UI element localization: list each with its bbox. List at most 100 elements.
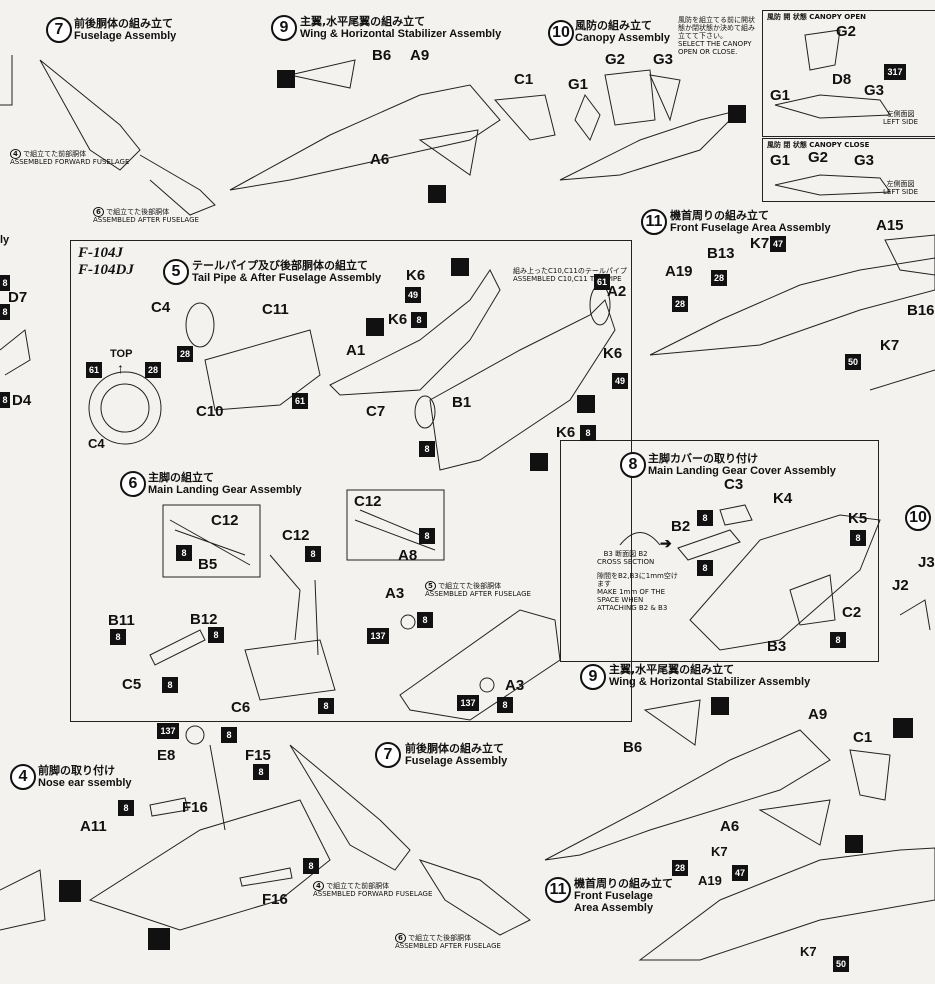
part-c4-detail-label: C4 (88, 436, 105, 451)
assembled-aft-jp: で組立てた後部胴体 (106, 208, 170, 216)
a15-part-drawing (884, 234, 935, 276)
ref-step-6-badge: 6 (395, 933, 406, 943)
canopy-close-g3-label: G3 (854, 152, 875, 169)
main-gear-strut-drawing (269, 554, 319, 656)
step-6-title-jp: 主脚の組立て (148, 471, 214, 484)
assembled-aft-en: ASSEMBLED AFTER FUSELAGE (93, 216, 199, 225)
part-c7-label: C7 (366, 403, 386, 420)
step-10-number: 10 (548, 20, 574, 46)
paint-50-badge: 50 (833, 956, 849, 972)
left-side-en: LEFT SIDE (883, 188, 919, 197)
part-k7-label: K7 (750, 235, 770, 252)
step-7-title: 前後胴体の組み立て Fuselage Assembly (74, 17, 176, 42)
step-8-title-en: Main Landing Gear Cover Assembly (648, 465, 836, 478)
part-b13-label: B13 (707, 245, 735, 262)
canopy-open-box (762, 10, 935, 137)
part-g2-label: G2 (605, 51, 626, 68)
step-9-title-jp: 主翼,水平尾翼の組み立て (300, 15, 426, 28)
part-f16-label: F16 (182, 799, 208, 816)
canopy-open-left-side: 左側面図 LEFT SIDE (883, 110, 918, 126)
paint-8-badge: 8 (118, 800, 134, 816)
step-9-bottom-title-jp: 主翼,水平尾翼の組み立て (609, 663, 735, 676)
step-7-number: 7 (46, 17, 72, 43)
step-10-title: 風防の組み立て Canopy Assembly (575, 19, 670, 44)
part-a8-label: A8 (398, 547, 418, 564)
canopy-close-left-side: 左側面図 LEFT SIDE (883, 180, 918, 196)
canopy-open-g2-label: G2 (836, 23, 857, 40)
part-k5-label: K5 (848, 510, 868, 527)
cement-mark-icon (148, 928, 170, 950)
paint-8-badge: 8 (208, 627, 224, 643)
step-7-bottom-title-jp: 前後胴体の組み立て (405, 742, 504, 755)
model-f104dj: F-104DJ (78, 262, 134, 279)
part-a9-label: A9 (410, 47, 430, 64)
paint-8-badge: 8 (110, 629, 126, 645)
a8-strut-drawing (354, 509, 436, 551)
forward-fuselage-drawing (39, 59, 141, 171)
step-8-title-jp: 主脚カバーの取り付け (648, 452, 758, 465)
part-k4-label: K4 (773, 490, 793, 507)
step-7-title-jp: 前後胴体の組み立て (74, 17, 173, 30)
part-a2-label: A2 (607, 283, 627, 300)
front-fuselage-bottom-drawing (638, 847, 935, 961)
paint-8-badge: 8 (580, 425, 596, 441)
nose-fragment-drawing (0, 869, 46, 931)
canopy-close-side-drawing (774, 174, 891, 196)
paint-28-badge: 28 (711, 270, 727, 286)
step-11-title: 機首周りの組み立て Front Fuselage Area Assembly (670, 209, 831, 234)
paint-8-badge: 8 (417, 612, 433, 628)
part-k6-label: K6 (406, 267, 426, 284)
step-5-number: 5 (163, 259, 189, 285)
paint-28-badge: 28 (145, 362, 161, 378)
paint-8-badge: 8 (419, 441, 435, 457)
assembled-aft-jp: で組立てた後部胴体 (408, 934, 472, 942)
step-6-number: 6 (120, 471, 146, 497)
aft-fuselage-drawing (139, 154, 216, 216)
b3-cover-drawing (789, 574, 836, 626)
part-c2-label: C2 (842, 604, 862, 621)
paint-8-badge: 8 (0, 304, 10, 320)
step-7-bottom-title: 前後胴体の組み立て Fuselage Assembly (405, 742, 507, 767)
paint-8-badge: 8 (162, 677, 178, 693)
part-a19-label: A19 (665, 263, 693, 280)
part-a3-label: A3 (505, 677, 525, 694)
part-a1-label: A1 (346, 342, 366, 359)
part-f15-label: F15 (245, 747, 271, 764)
canopy-open-g1-label: G1 (770, 87, 791, 104)
cement-icon (277, 70, 295, 88)
step-5-title-en: Tail Pipe & After Fuselage Assembly (192, 272, 382, 285)
part-b16-label: B16 (907, 302, 935, 319)
up-arrow-icon: ↑ (117, 360, 124, 376)
step-9-title: 主翼,水平尾翼の組み立て Wing & Horizontal Stabilize… (300, 15, 501, 40)
part-c4-label: C4 (151, 299, 171, 316)
paint-8-badge: 8 (697, 560, 713, 576)
paint-28-badge: 28 (672, 860, 688, 876)
part-a9-bottom-label: A9 (808, 706, 828, 723)
e8-wheel-drawing (185, 725, 205, 745)
canopy-open-title: 風防 開 状態 CANOPY OPEN (767, 13, 867, 21)
paint-61-badge: 61 (86, 362, 102, 378)
f16-upper-drawing (149, 797, 189, 817)
space-jp: 隙間をB2,B3に1mm空けます (597, 572, 678, 589)
canopy-close-title: 風防 閉 状態 CANOPY CLOSE (767, 141, 870, 149)
step-8-panel (560, 440, 879, 662)
cement-mark-icon (893, 718, 913, 738)
paint-61-badge: 61 (292, 393, 308, 409)
assembled-after-fuselage-note: 6 で組立てた後部胴体 ASSEMBLED AFTER FUSELAGE (93, 207, 199, 225)
wing-fuselage-bottom-drawing (544, 729, 831, 861)
c1-bottom-drawing (849, 749, 891, 801)
step-4-title-en: Nose ear ssembly (38, 777, 132, 790)
c3-part-drawing (719, 504, 753, 526)
a1-fuselage-half-drawing (329, 269, 501, 396)
c5-part-drawing (149, 629, 206, 666)
canopy-close-g2-label: G2 (808, 149, 829, 166)
step-11-number: 11 (641, 209, 667, 235)
landing-gear-cover-fuselage-drawing (689, 514, 881, 651)
space-en: MAKE 1mm OF THE SPACE WHEN ATTACHING B2 … (597, 588, 668, 613)
part-c12-label: C12 (282, 527, 310, 544)
c7-bulkhead-drawing (414, 395, 436, 429)
part-c1-label: C1 (514, 71, 534, 88)
assembled-aft-s5-en: ASSEMBLED AFTER FUSELAGE (425, 590, 531, 599)
paint-8-badge: 8 (0, 275, 10, 291)
